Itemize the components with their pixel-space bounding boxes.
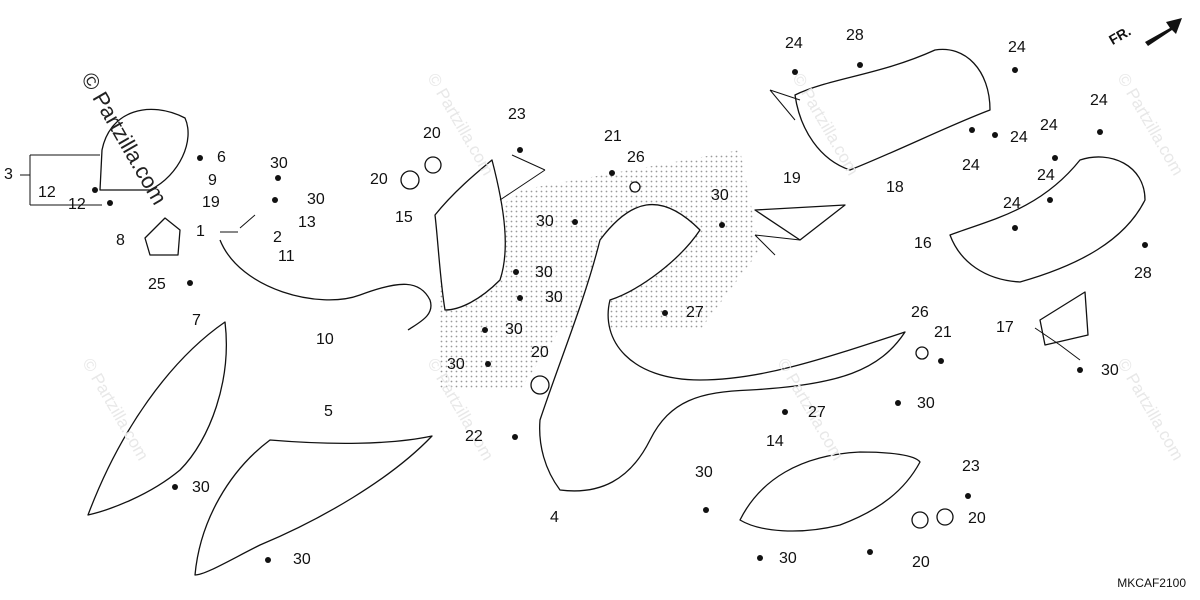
- front-arrow-icon: [1145, 18, 1182, 46]
- callout: 18: [886, 179, 904, 196]
- callout: 30: [779, 550, 797, 567]
- callout: 20: [968, 510, 986, 527]
- grommet-icon: [530, 375, 550, 395]
- callout: 30: [917, 395, 935, 412]
- part-side-panel-7: [87, 321, 227, 516]
- callout: 23: [508, 106, 526, 123]
- part-lower-panel-5: [194, 435, 433, 576]
- callout: 14: [766, 433, 784, 450]
- part-inner-cover-4: [539, 203, 906, 492]
- callout: 20: [912, 554, 930, 571]
- part-side-cover-15: [434, 159, 506, 311]
- callout: 30: [447, 356, 465, 373]
- callout: 16: [914, 235, 932, 252]
- grommet-icon: [424, 156, 442, 174]
- callout: 23: [962, 458, 980, 475]
- callout: 15: [395, 209, 413, 226]
- part-bracket-17: [1039, 291, 1089, 346]
- part-small-cover: [99, 108, 189, 191]
- callout: 24: [1008, 39, 1026, 56]
- callout: 27: [686, 304, 704, 321]
- callout: 30: [1101, 362, 1119, 379]
- callout: 9: [208, 172, 217, 189]
- callout: 12: [68, 196, 86, 213]
- grommet-icon: [936, 508, 954, 526]
- callout: 27: [808, 404, 826, 421]
- callout: 24: [1037, 167, 1055, 184]
- callout: 20: [531, 344, 549, 361]
- callout: 3: [4, 166, 13, 183]
- callout: 26: [627, 149, 645, 166]
- callout: 30: [536, 213, 554, 230]
- callout: 24: [785, 35, 803, 52]
- callout: 21: [604, 128, 622, 145]
- callout: 30: [535, 264, 553, 281]
- callout: 5: [324, 403, 333, 420]
- callout: 6: [217, 149, 226, 166]
- callout: 20: [423, 125, 441, 142]
- part-cable-10: [219, 239, 432, 331]
- callout: 30: [192, 479, 210, 496]
- callout: 30: [307, 191, 325, 208]
- callout: 30: [293, 551, 311, 568]
- callout: 11: [278, 248, 295, 265]
- grommet-icon: [915, 346, 929, 360]
- diagram-code: MKCAF2100: [1117, 576, 1186, 590]
- callout: 19: [783, 170, 801, 187]
- callout: 7: [192, 312, 201, 329]
- callout: 30: [270, 155, 288, 172]
- callout: 19: [202, 194, 220, 211]
- part-duct-16: [949, 156, 1146, 283]
- grommet-icon: [629, 181, 641, 193]
- grommet-icon: [911, 511, 929, 529]
- callout: 28: [846, 27, 864, 44]
- callout: 13: [298, 214, 316, 231]
- callout: 4: [550, 509, 559, 526]
- callout: 24: [1090, 92, 1108, 109]
- part-side-cover-14: [739, 451, 921, 532]
- callout: 24: [962, 157, 980, 174]
- callout: 30: [711, 187, 729, 204]
- callout: 2: [273, 229, 282, 246]
- callout: 30: [695, 464, 713, 481]
- callout: 30: [505, 321, 523, 338]
- callout: 24: [1040, 117, 1058, 134]
- callout: 26: [911, 304, 929, 321]
- callout: 12: [38, 184, 56, 201]
- callout: 30: [545, 289, 563, 306]
- part-rod-19: [754, 204, 846, 241]
- callout: 17: [996, 319, 1014, 336]
- part-duct-18: [794, 48, 991, 171]
- callout: 1: [196, 223, 205, 240]
- callout: 24: [1010, 129, 1028, 146]
- callout: 21: [934, 324, 952, 341]
- callout: 10: [316, 331, 334, 348]
- callout: 22: [465, 428, 483, 445]
- part-bracket-8: [144, 217, 181, 256]
- callout: 25: [148, 276, 166, 293]
- callout: 28: [1134, 265, 1152, 282]
- grommet-icon: [400, 170, 420, 190]
- callout: 8: [116, 232, 125, 249]
- callout: 20: [370, 171, 388, 188]
- callout: 24: [1003, 195, 1021, 212]
